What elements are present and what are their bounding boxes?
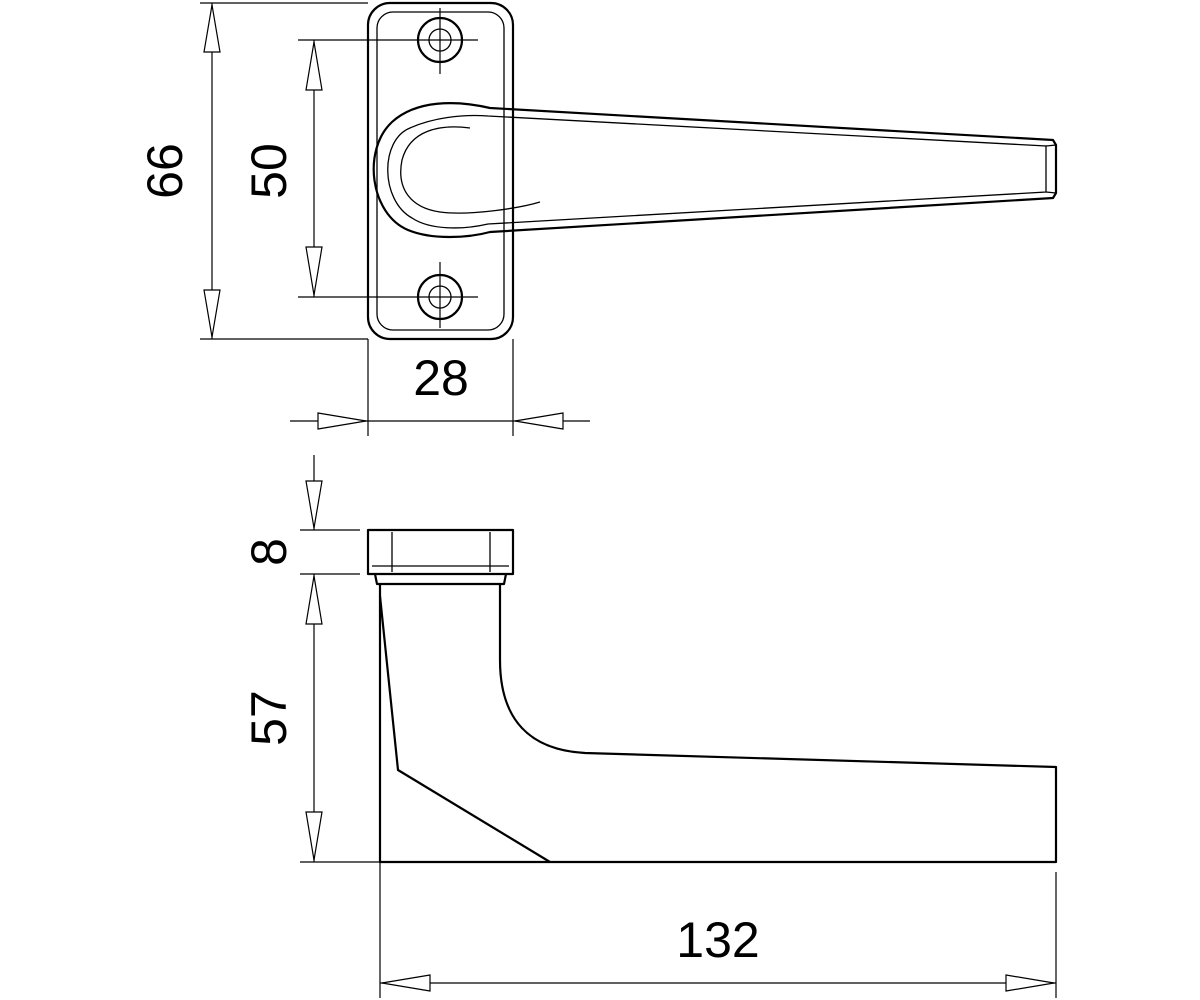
neck-ring [373,573,508,586]
bottom-screw-hole [298,262,478,328]
lever-outline-front [372,102,1058,239]
lever-inner-front [387,114,1047,229]
side-view: 8 57 132 [241,455,1058,998]
dimension-hole-spacing-label: 50 [241,143,297,199]
rose-side [366,528,515,576]
dimension-hole-spacing: 50 [241,40,323,297]
lever-chamfer-side [378,595,551,863]
rose-plate-outer [366,1,515,341]
dimension-rose-thickness-label: 8 [241,538,297,566]
dimension-lever-length-label: 132 [676,912,759,968]
dimension-rose-width: 28 [290,339,590,436]
dimension-rose-thickness: 8 [241,455,360,575]
dimension-lever-length: 132 [379,862,1057,998]
dimension-projection-label: 57 [241,690,297,746]
lever-outline-side [378,584,1058,864]
dimension-projection: 57 [241,574,380,863]
top-screw-hole [298,8,478,74]
front-view: 66 50 28 [137,1,1058,436]
dimension-overall-height-label: 66 [137,143,193,199]
dimension-rose-width-label: 28 [413,350,469,406]
dimension-overall-height: 66 [137,2,368,340]
lever-hub-front [400,126,541,214]
